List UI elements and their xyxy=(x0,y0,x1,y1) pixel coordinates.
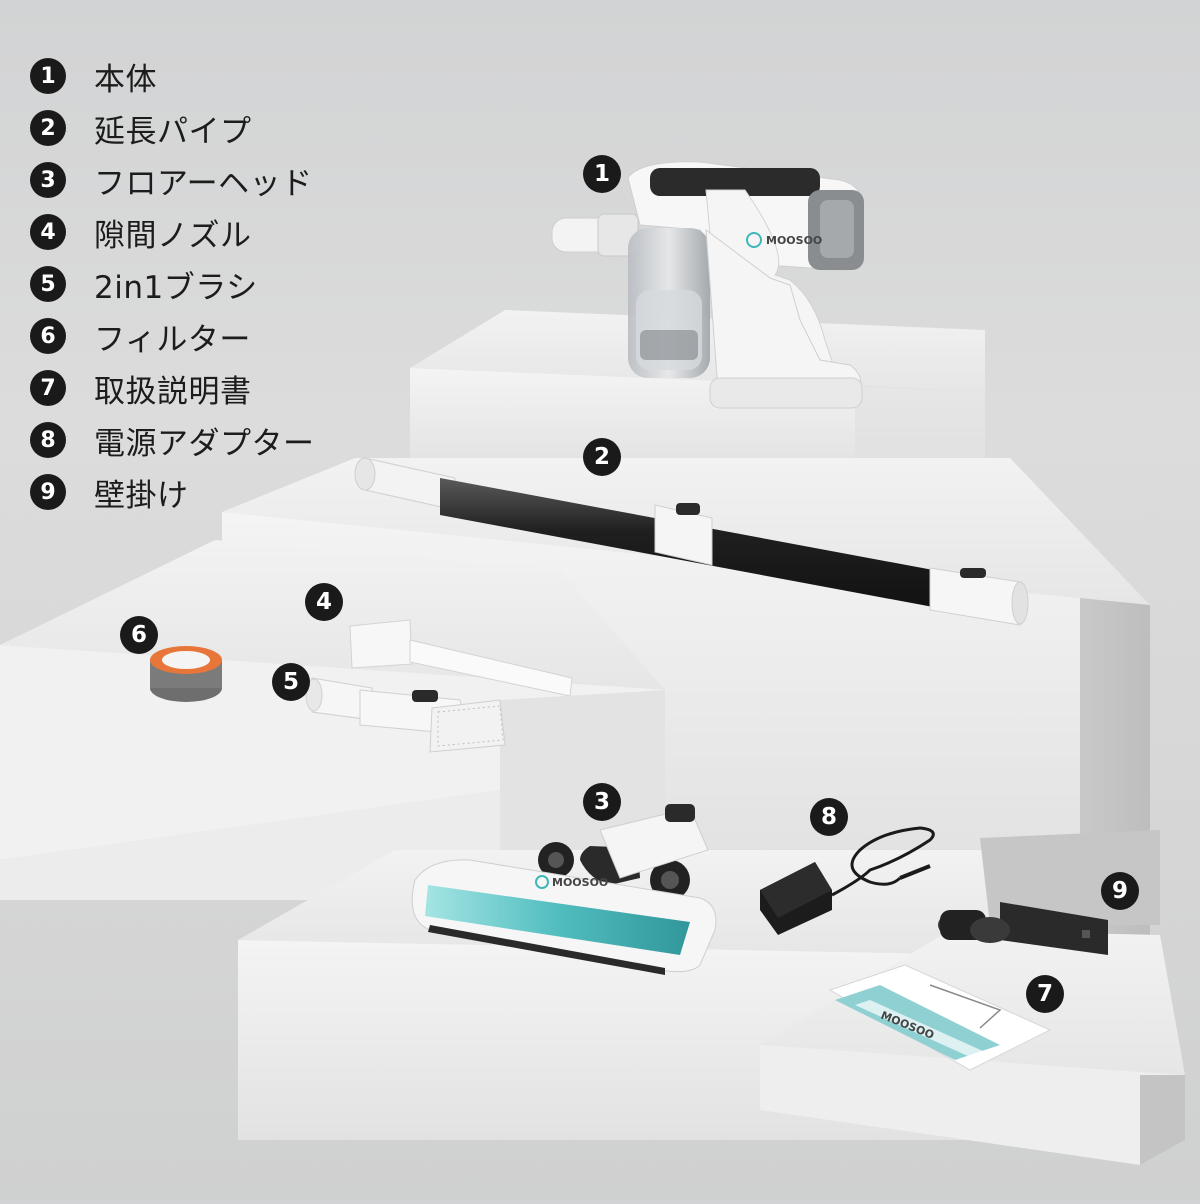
legend-label: 2in1ブラシ xyxy=(94,269,258,306)
legend-label: フロアーヘッド xyxy=(94,165,313,202)
legend-number-badge: 9 xyxy=(30,474,66,510)
legend-item: 7 取扱説明書 xyxy=(30,362,315,414)
wall-mount-item xyxy=(938,902,1108,955)
legend-number-badge: 7 xyxy=(30,370,66,406)
legend-item: 1 本体 xyxy=(30,50,315,102)
vacuum-brand-logo: MOOSOO xyxy=(766,234,822,247)
legend-number-badge: 5 xyxy=(30,266,66,302)
extension-pipe-item xyxy=(354,457,1029,626)
legend-item: 9 壁掛け xyxy=(30,466,315,518)
legend-item: 4 隙間ノズル xyxy=(30,206,315,258)
legend-number-badge: 8 xyxy=(30,422,66,458)
marker-2: 2 xyxy=(583,438,621,476)
legend-label: 壁掛け xyxy=(94,477,189,514)
instruction-manual-item: MOOSOO xyxy=(828,964,1052,1071)
two-in-one-brush-item xyxy=(305,677,506,753)
marker-4: 4 xyxy=(305,583,343,621)
legend-number-badge: 6 xyxy=(30,318,66,354)
legend-item: 3 フロアーヘッド xyxy=(30,154,315,206)
marker-5: 5 xyxy=(272,663,310,701)
filter-item xyxy=(150,646,222,702)
legend-label: 延長パイプ xyxy=(94,113,252,150)
floor-head-item: MOOSOO xyxy=(411,804,717,975)
legend-item: 2 延長パイプ xyxy=(30,102,315,154)
legend-label: 本体 xyxy=(94,61,157,98)
legend-label: 取扱説明書 xyxy=(94,373,252,410)
legend-item: 8 電源アダプター xyxy=(30,414,315,466)
marker-3: 3 xyxy=(583,783,621,821)
floor-head-brand-logo: MOOSOO xyxy=(552,876,608,889)
crevice-nozzle-item xyxy=(349,619,573,697)
marker-7: 7 xyxy=(1026,975,1064,1013)
marker-1: 1 xyxy=(583,155,621,193)
legend-number-badge: 3 xyxy=(30,162,66,198)
legend-number-badge: 1 xyxy=(30,58,66,94)
legend-label: フィルター xyxy=(94,321,251,358)
marker-6: 6 xyxy=(120,616,158,654)
legend-item: 5 2in1ブラシ xyxy=(30,258,315,310)
vacuum-body-item: MOOSOO xyxy=(551,161,864,409)
marker-9: 9 xyxy=(1101,872,1139,910)
legend-number-badge: 4 xyxy=(30,214,66,250)
power-adapter-item xyxy=(760,826,935,935)
legend-label: 隙間ノズル xyxy=(94,217,252,254)
legend-label: 電源アダプター xyxy=(94,425,315,462)
legend-number-badge: 2 xyxy=(30,110,66,146)
legend-item: 6 フィルター xyxy=(30,310,315,362)
component-legend: 1 本体 2 延長パイプ 3 フロアーヘッド 4 隙間ノズル 5 2in1ブラシ 6 フィル… xyxy=(30,50,315,518)
marker-8: 8 xyxy=(810,798,848,836)
